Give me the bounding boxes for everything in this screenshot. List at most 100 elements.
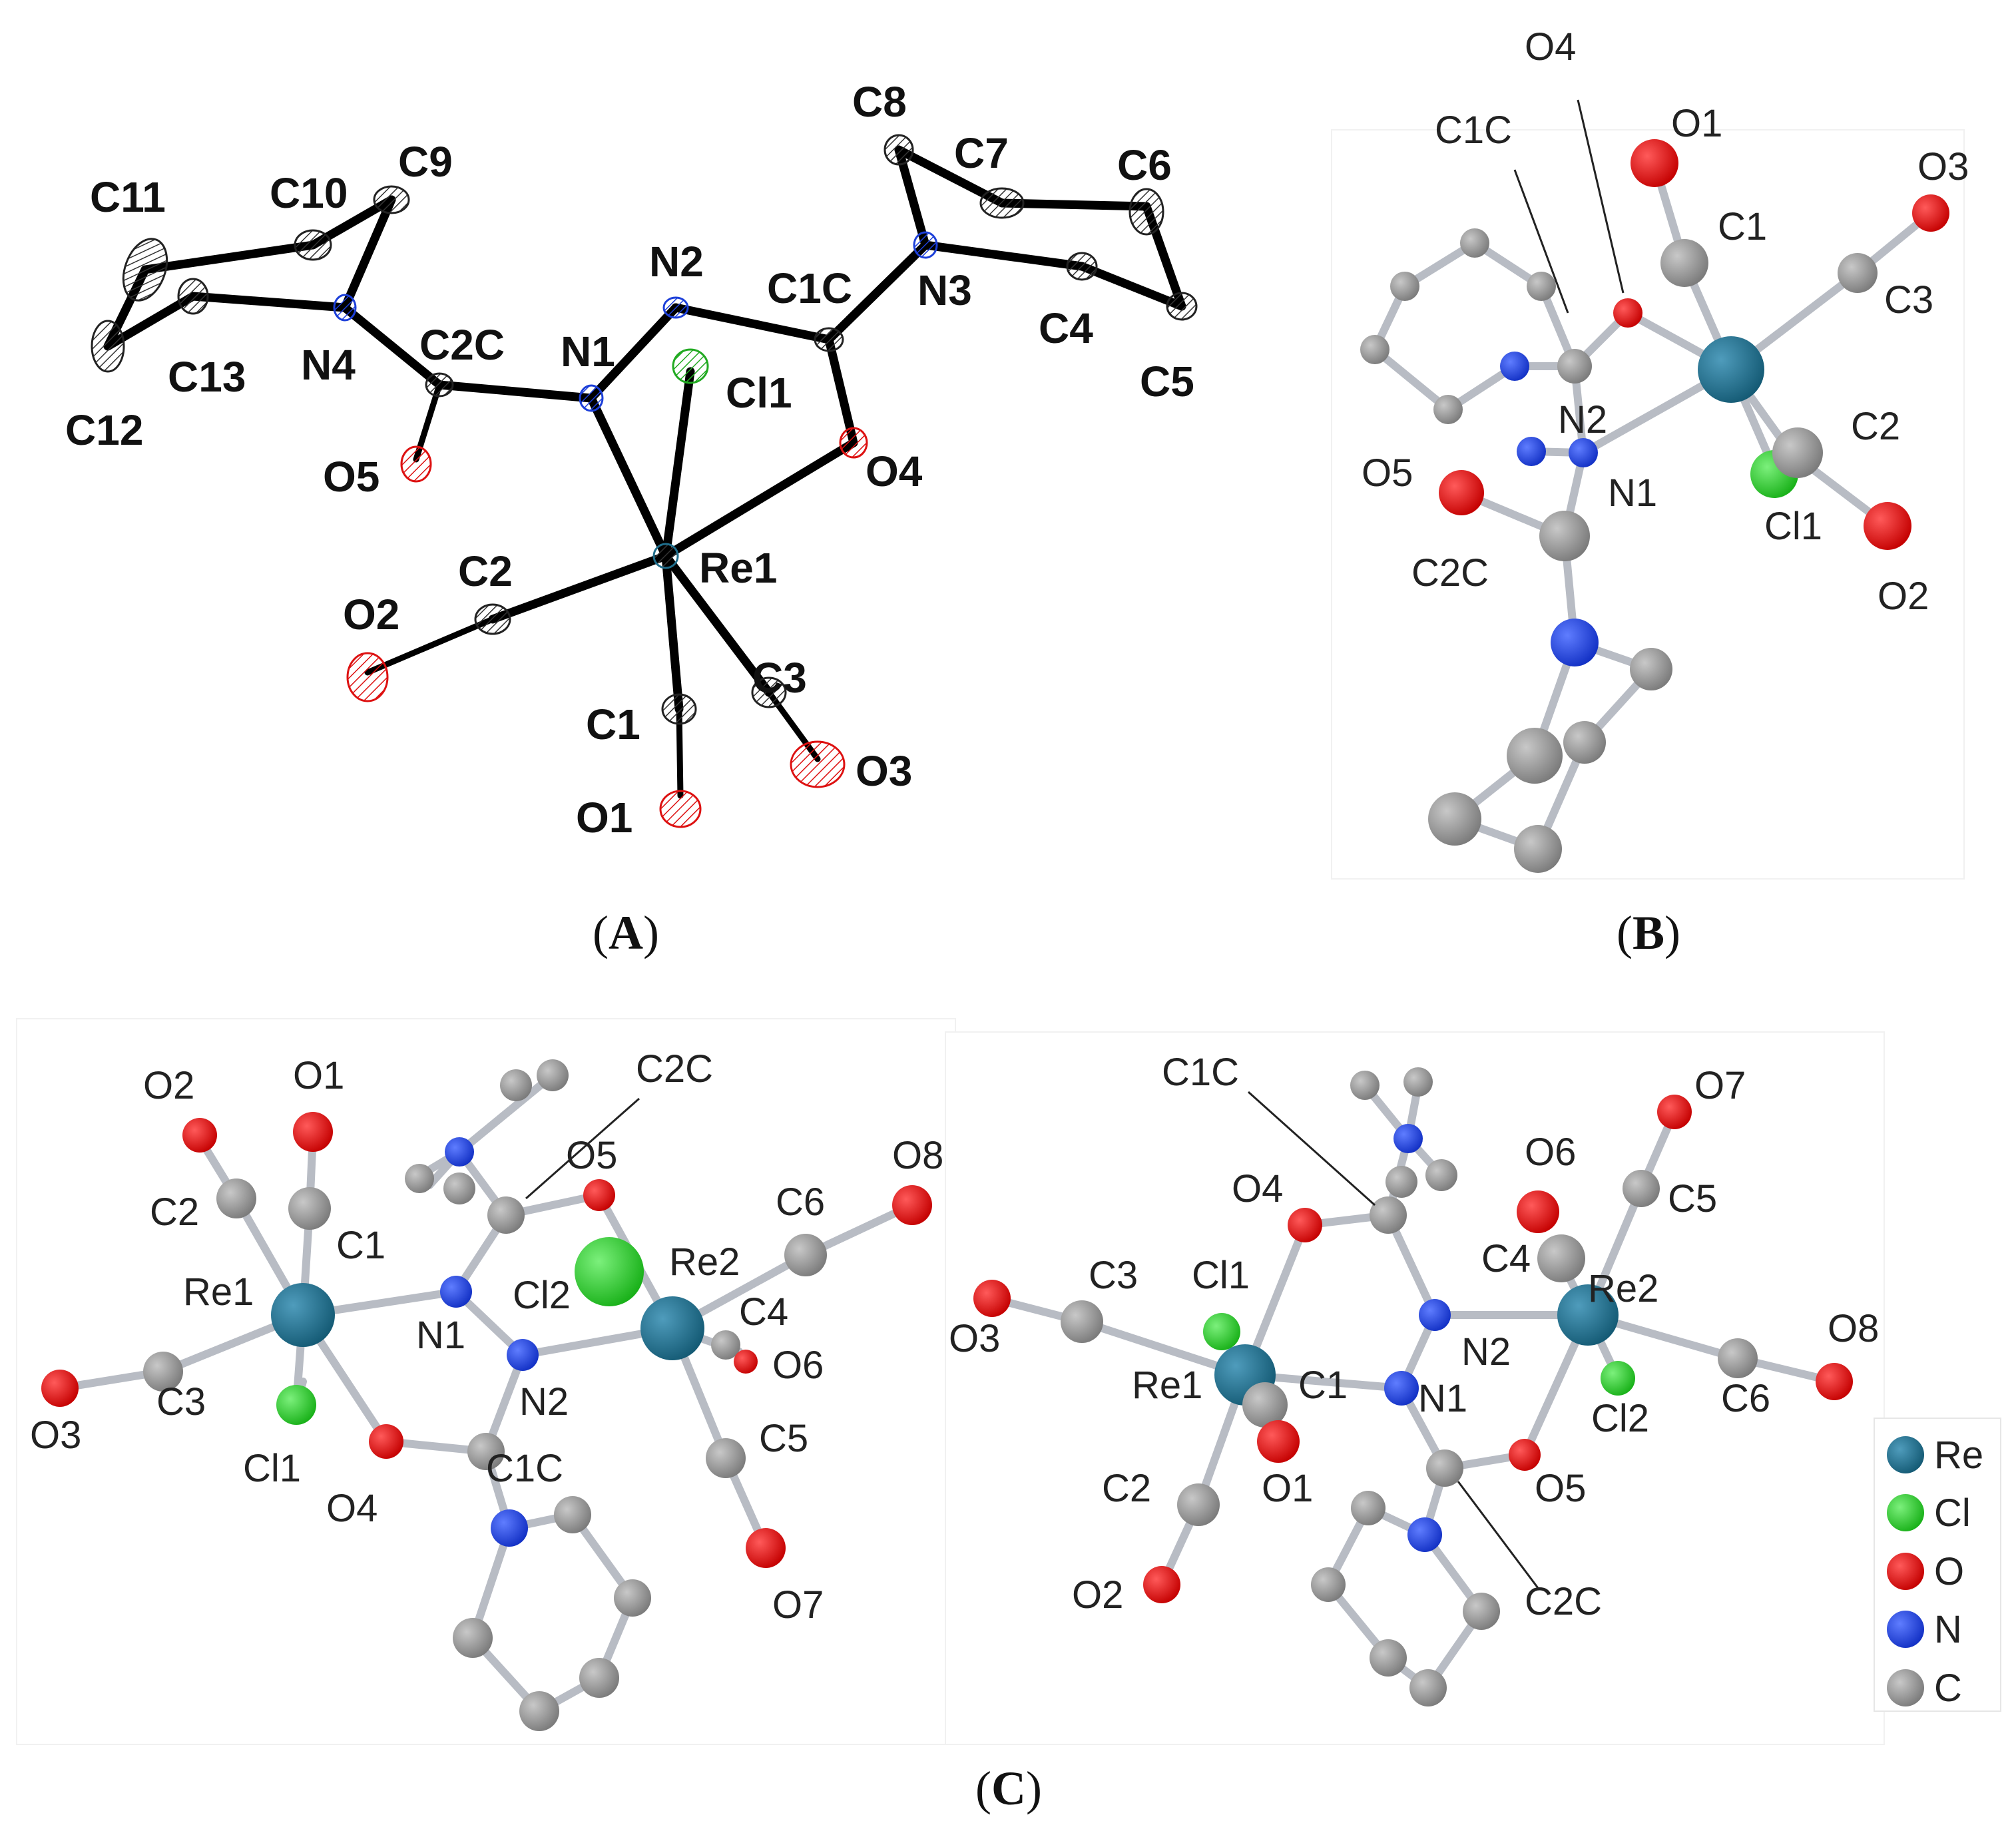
atom-a-C13 xyxy=(177,278,209,315)
atom-b-C-ring9 xyxy=(1428,792,1481,846)
atom-b-C1C xyxy=(1557,349,1592,384)
label-b-C1C: C1C xyxy=(1435,109,1512,152)
atom-a-O1 xyxy=(659,790,702,828)
atom-cr-C-bot2 xyxy=(1311,1567,1346,1602)
atom-cl-Re2 xyxy=(640,1296,704,1360)
legend-item-c: C xyxy=(1887,1667,1962,1710)
label-cl-C2C: C2C xyxy=(636,1047,713,1091)
label-a-N1: N1 xyxy=(561,328,615,376)
atom-b-C-ring10 xyxy=(1514,825,1562,873)
atom-a-C2 xyxy=(474,603,511,635)
label-cl-C5: C5 xyxy=(759,1417,808,1460)
legend-item-o: O xyxy=(1887,1550,1964,1593)
label-cr-C4: C4 xyxy=(1481,1237,1531,1280)
atom-a-C11 xyxy=(122,238,168,302)
atom-b-O5 xyxy=(1439,470,1484,515)
label-cr-O5: O5 xyxy=(1535,1467,1586,1510)
atom-a-N2 xyxy=(662,296,689,319)
atom-b-N1 xyxy=(1569,438,1598,467)
atom-a-C1C xyxy=(814,327,844,352)
label-a-C3: C3 xyxy=(752,654,807,702)
label-b-N2: N2 xyxy=(1558,398,1607,441)
legend-item-re: Re xyxy=(1887,1434,1983,1477)
panel-c-left-leader-lines xyxy=(525,1097,640,1200)
atom-a-Re1 xyxy=(652,543,679,569)
atom-cl-C-bot4 xyxy=(519,1691,559,1731)
label-cr-O7: O7 xyxy=(1694,1064,1746,1107)
atom-cr-O2 xyxy=(1143,1566,1180,1603)
atom-b-N-top xyxy=(1500,352,1529,381)
label-a-C10: C10 xyxy=(270,169,348,217)
label-cr-O1: O1 xyxy=(1262,1467,1313,1510)
label-cl-Cl2: Cl2 xyxy=(513,1274,571,1317)
atom-a-C1 xyxy=(661,693,697,725)
atom-cr-C-bot4 xyxy=(1409,1669,1447,1706)
atom-cl-O4 xyxy=(369,1424,403,1459)
label-cr-C1: C1 xyxy=(1298,1364,1348,1407)
caption-b: (B) xyxy=(1617,906,1680,959)
label-cl-C6: C6 xyxy=(776,1180,825,1224)
label-cr-N1: N1 xyxy=(1418,1377,1467,1420)
panel-b-leader-lines xyxy=(1513,99,1625,314)
atom-cl-N1 xyxy=(440,1276,472,1308)
atom-cl-C-bot1 xyxy=(554,1496,591,1533)
atom-a-O3 xyxy=(790,740,846,788)
label-a-C9: C9 xyxy=(398,138,453,186)
label-a-C6: C6 xyxy=(1117,141,1172,189)
atom-cl-O8 xyxy=(892,1185,932,1225)
label-a-N4: N4 xyxy=(301,341,356,389)
panel-a-ortep: C11 C10 C9 C13 C12 N4 C2C O5 N1 N2 Cl1 C… xyxy=(65,78,1198,959)
label-cl-O3: O3 xyxy=(30,1414,81,1457)
atom-a-O4 xyxy=(839,427,868,459)
label-b-O3: O3 xyxy=(1917,145,1969,188)
label-cr-N2: N2 xyxy=(1461,1330,1511,1374)
atom-cl-O6 xyxy=(734,1350,758,1374)
label-cr-O3: O3 xyxy=(949,1317,1000,1360)
atom-cr-Re2 xyxy=(1557,1284,1619,1346)
atom-cr-C4 xyxy=(1537,1234,1585,1282)
label-a-C12: C12 xyxy=(65,406,143,454)
atom-a-N1 xyxy=(579,384,604,412)
element-legend: Re Cl O N C xyxy=(1874,1418,2001,1712)
atom-cr-O1 xyxy=(1257,1420,1300,1463)
atom-b-C-ring6 xyxy=(1630,648,1672,690)
label-a-C8: C8 xyxy=(852,78,907,126)
label-b-O5: O5 xyxy=(1362,451,1413,495)
label-b-C3: C3 xyxy=(1884,278,1933,322)
panel-c-left-labels: O2 O1 C2C O5 C2 C1 C6 O8 Re1 Re2 Cl2 C4 … xyxy=(30,1047,943,1627)
label-a-C11: C11 xyxy=(90,173,166,221)
atom-cl-O5 xyxy=(583,1179,615,1211)
atom-cr-O4 xyxy=(1288,1208,1322,1242)
label-b-N1: N1 xyxy=(1608,471,1657,515)
atom-b-C-ring2 xyxy=(1390,272,1419,301)
label-cl-C2: C2 xyxy=(150,1190,199,1234)
atom-b-O4 xyxy=(1613,298,1642,328)
atom-b-C-ring5 xyxy=(1527,272,1556,301)
atom-cl-C1 xyxy=(288,1187,331,1230)
legend-swatch-n xyxy=(1887,1611,1924,1648)
label-cr-Cl2: Cl2 xyxy=(1591,1397,1649,1440)
atom-b-C2C xyxy=(1539,511,1590,561)
legend-label-o: O xyxy=(1934,1550,1964,1593)
atom-cr-C6 xyxy=(1718,1338,1758,1378)
legend-item-cl: Cl xyxy=(1887,1491,1971,1535)
atom-cl-C-top2 xyxy=(537,1059,569,1091)
atom-cl-Cl2 xyxy=(575,1237,644,1306)
atom-cr-N-bot xyxy=(1407,1517,1442,1552)
atom-cl-C-top1 xyxy=(500,1069,532,1101)
atom-cl-C4 xyxy=(711,1330,740,1360)
atom-b-C-ring4 xyxy=(1433,395,1463,424)
atom-cl-O7 xyxy=(746,1528,786,1568)
atom-b-N2 xyxy=(1517,437,1546,466)
label-cl-O8: O8 xyxy=(892,1134,943,1177)
panel-c-right-leader-lines xyxy=(1247,1091,1539,1589)
atom-cr-C-top2 xyxy=(1403,1067,1433,1097)
label-cr-Re1: Re1 xyxy=(1132,1364,1202,1407)
atom-a-C8 xyxy=(883,134,914,166)
label-cl-C1C: C1C xyxy=(486,1447,563,1490)
panel-a-labels: C11 C10 C9 C13 C12 N4 C2C O5 N1 N2 Cl1 C… xyxy=(65,78,1194,842)
atom-cr-C-top1 xyxy=(1350,1071,1380,1100)
atom-a-N4 xyxy=(333,294,357,322)
label-cl-Re2: Re2 xyxy=(669,1240,740,1284)
